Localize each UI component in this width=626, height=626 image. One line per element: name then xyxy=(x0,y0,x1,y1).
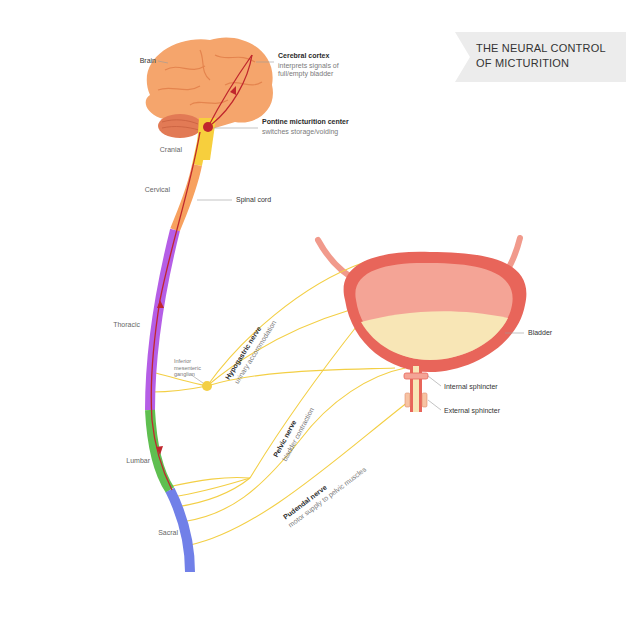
part-label: Brain xyxy=(140,57,156,65)
part-label: Sacral xyxy=(158,529,178,537)
diagram-title: THE NEURAL CONTROL OF MICTURITION xyxy=(476,41,620,71)
part-label: External sphincter xyxy=(444,407,500,415)
urine xyxy=(361,311,508,360)
part-label: Lumbar xyxy=(126,457,150,465)
title-banner xyxy=(455,32,626,82)
part-label: Pontine micturition center xyxy=(262,118,349,126)
external-sphincter-right xyxy=(422,393,427,407)
part-label: Spinal cord xyxy=(236,196,271,204)
spinal-cord xyxy=(150,128,205,572)
part-label: Cranial xyxy=(160,146,182,154)
bladder-wall xyxy=(344,252,527,372)
cerebellum xyxy=(158,114,202,138)
part-label: Cerebral cortex xyxy=(278,52,329,60)
pmc-dot xyxy=(203,122,213,132)
brain-gyri xyxy=(158,50,262,105)
part-label: interprets signals of full/empty bladder xyxy=(278,62,346,79)
ganglion-dot xyxy=(202,381,212,391)
brain xyxy=(146,37,273,128)
internal-sphincter-ring xyxy=(404,373,428,379)
part-label: Internal sphincter xyxy=(444,383,498,391)
part-label: Inferior mesenteric ganglion xyxy=(174,358,210,378)
part-label: switches storage/voiding xyxy=(262,128,338,136)
bladder-lumen xyxy=(355,263,512,360)
external-sphincter-left xyxy=(405,393,410,407)
part-label: motor supply to pelvic muscles xyxy=(287,466,368,530)
part-label: Bladder xyxy=(528,329,552,337)
part-label: Cervical xyxy=(145,186,170,194)
leader-lines xyxy=(158,61,524,410)
signal-pathway xyxy=(151,55,252,490)
part-label: Thoracic xyxy=(113,321,140,329)
